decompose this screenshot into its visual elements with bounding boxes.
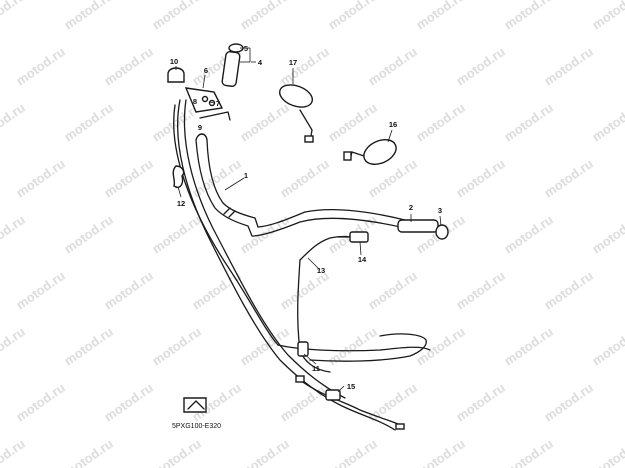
watermark-text: motod.ru [541, 268, 596, 313]
reference-symbol [183, 397, 207, 413]
callout-6: 6 [204, 66, 208, 75]
watermark-text: motod.ru [501, 212, 556, 257]
clamp-11 [297, 341, 309, 357]
callout-2: 2 [409, 203, 413, 212]
callout-16: 16 [389, 120, 397, 129]
watermark-text: motod.ru [589, 100, 625, 145]
callout-8: 8 [193, 97, 197, 106]
holder-10 [167, 67, 185, 83]
callout-9: 9 [198, 123, 202, 132]
watermark-text: motod.ru [101, 156, 156, 201]
callout-11: 11 [312, 364, 320, 373]
watermark-text: motod.ru [501, 436, 556, 468]
cable-end-2 [295, 375, 305, 383]
watermark-text: motod.ru [277, 44, 332, 89]
watermark-text: motod.ru [325, 0, 380, 32]
watermark-text: motod.ru [277, 156, 332, 201]
watermark-text: motod.ru [541, 156, 596, 201]
callout-4: 4 [258, 58, 263, 67]
watermark-text: motod.ru [413, 324, 468, 369]
watermark-text: motod.ru [149, 212, 204, 257]
watermark-text: motod.ru [0, 212, 28, 257]
watermark-text: motod.ru [453, 380, 508, 425]
right-mirror [363, 139, 397, 165]
watermark-text: motod.ru [101, 44, 156, 89]
clamp-12 [172, 165, 185, 188]
watermark-text: motod.ru [413, 436, 468, 468]
watermark-text: motod.ru [501, 0, 556, 32]
watermark-text: motod.ru [541, 380, 596, 425]
watermark-text: motod.ru [325, 100, 380, 145]
watermark-text: motod.ru [61, 436, 116, 468]
watermark-text: motod.ru [13, 44, 68, 89]
watermark-text: motod.ru [237, 0, 292, 32]
watermark-text: motod.ru [365, 44, 420, 89]
callout-leaders [175, 47, 442, 393]
watermark-text: motod.ru [0, 436, 28, 468]
components [167, 67, 405, 430]
watermark-text: motod.ru [13, 380, 68, 425]
watermark-text: motod.ru [325, 436, 380, 468]
callout-3: 3 [438, 206, 442, 215]
watermark-text: motod.ru [237, 100, 292, 145]
watermark-text: motod.ru [453, 44, 508, 89]
callout-15: 15 [347, 382, 355, 391]
callout-10: 10 [170, 57, 178, 66]
callout-13: 13 [317, 266, 325, 275]
watermark-text: motod.ru [0, 0, 28, 32]
cable-end [395, 423, 405, 430]
callout-5: 5 [244, 44, 248, 53]
watermark-text: motod.ru [589, 212, 625, 257]
watermark-text: motod.ru [589, 324, 625, 369]
watermark-text: motod.ru [589, 0, 625, 32]
mirror-mount-right [343, 151, 352, 161]
watermark-text: motod.ru [453, 268, 508, 313]
watermark-text: motod.ru [61, 212, 116, 257]
watermark-text: motod.ru [277, 380, 332, 425]
watermark-text: motod.ru [149, 436, 204, 468]
right-grip [397, 219, 439, 233]
bar-end-weight [435, 224, 449, 240]
watermark-text: motod.ru [589, 436, 625, 468]
left-mirror [278, 84, 314, 108]
watermark-text: motod.ru [365, 380, 420, 425]
watermark-text: motod.ru [189, 156, 244, 201]
connector-15 [325, 389, 341, 401]
watermark-text: motod.ru [61, 0, 116, 32]
watermark-text: motod.ru [101, 268, 156, 313]
watermark-text: motod.ru [237, 436, 292, 468]
callout-labels: 1 2 3 4 5 6 7 8 9 10 11 12 13 14 15 16 1… [170, 44, 442, 391]
watermark-text: motod.ru [501, 324, 556, 369]
adjuster-14 [349, 231, 369, 243]
watermark-text: motod.ru [101, 380, 156, 425]
watermark-text: motod.ru [453, 156, 508, 201]
callout-17: 17 [289, 58, 297, 67]
handlebar [195, 43, 449, 240]
watermark-text: motod.ru [0, 100, 28, 145]
watermark-text: motod.ru [501, 100, 556, 145]
watermark-text: motod.ru [149, 324, 204, 369]
callout-7: 7 [216, 99, 220, 108]
watermark-text: motod.ru [541, 44, 596, 89]
drawing-code: 5PXG100-E320 [172, 423, 221, 430]
watermark-text: motod.ru [365, 268, 420, 313]
watermark-text: motod.ru [13, 268, 68, 313]
callout-12: 12 [177, 199, 185, 208]
watermark-text: motod.ru [61, 324, 116, 369]
callout-1: 1 [244, 171, 248, 180]
watermark-text: motod.ru [13, 156, 68, 201]
watermark-text: motod.ru [413, 0, 468, 32]
callout-14: 14 [358, 255, 367, 264]
watermark-text: motod.ru [61, 100, 116, 145]
watermark-text: motod.ru [0, 324, 28, 369]
mirror-mount-left [304, 135, 314, 143]
watermark-text: motod.ru [149, 0, 204, 32]
watermark-text: motod.ru [413, 100, 468, 145]
